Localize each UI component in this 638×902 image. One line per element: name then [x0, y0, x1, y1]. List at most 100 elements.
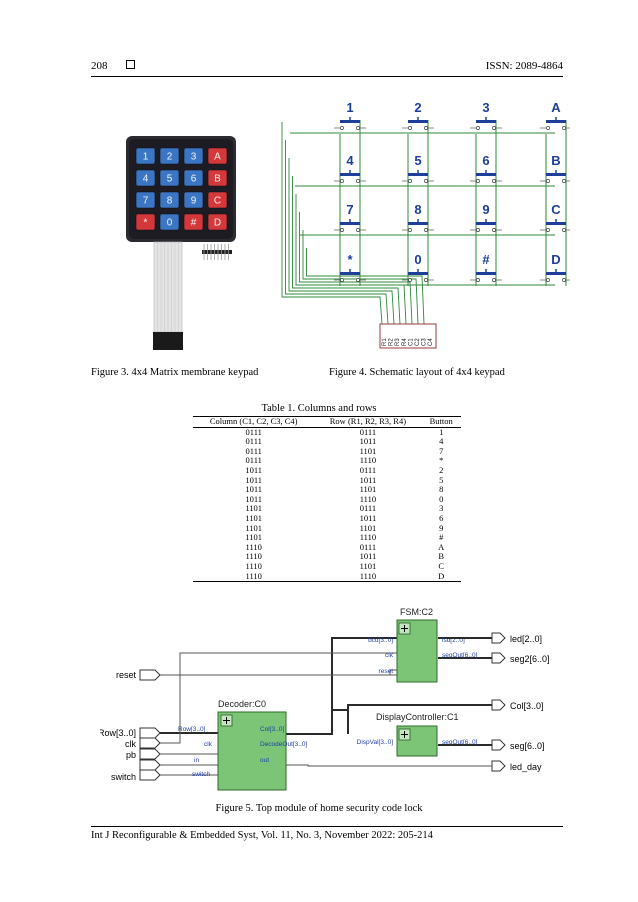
display-port-segout: segOut[6..0] — [442, 739, 478, 746]
table-cell: 9 — [439, 522, 444, 533]
table-cell: 0111 — [359, 541, 377, 552]
decoder-port-switch: switch — [192, 771, 210, 778]
table-cell: 1101 — [245, 522, 263, 533]
fsm-port-segout: segOut[6..0] — [442, 652, 478, 659]
connector-pin-label: C3 — [422, 338, 428, 346]
schematic-key-label: 6 — [482, 153, 489, 168]
keypad-key-label: * — [144, 218, 148, 229]
schematic-key-label: B — [551, 153, 560, 168]
schematic-key-label: 5 — [414, 153, 421, 168]
connector-pin-label: R2 — [389, 338, 395, 346]
keypad-key: 2 — [159, 147, 180, 165]
fsm-port-clk: clk — [385, 652, 394, 659]
page-number: 208 — [91, 60, 108, 72]
table-cell: 1 — [439, 426, 444, 437]
keypad-key-label: A — [214, 152, 221, 163]
table1: Column (C1, C2, C3, C4) Row (R1, R2, R3,… — [193, 416, 461, 583]
figure5-block-diagram: FSM:C2 bcd[3..0] clk reset lsd[2..0] seg… — [100, 607, 550, 791]
table-cell: 1011 — [359, 551, 377, 562]
keypad-key: * — [135, 213, 156, 231]
schematic-key: 1 — [334, 100, 366, 130]
input-reset: reset — [116, 670, 137, 680]
table-header-row: Column (C1, C2, C3, C4) Row (R1, R2, R3,… — [193, 416, 461, 428]
keypad-key-label: 2 — [167, 152, 173, 163]
input-row: Row[3..0] — [100, 728, 136, 738]
footer-citation: Int J Reconfigurable & Embedded Syst, Vo… — [91, 830, 433, 841]
keypad-key-label: 5 — [167, 174, 173, 185]
schematic-key-label: 9 — [482, 202, 489, 217]
table-cell: B — [438, 551, 445, 562]
table-cell: 7 — [439, 445, 444, 456]
table-cell: 1101 — [245, 532, 263, 543]
keypad-key: 6 — [183, 169, 204, 187]
table-cell: 1011 — [359, 436, 377, 447]
schematic-key: 5 — [402, 153, 434, 183]
keypad-key: 7 — [135, 191, 156, 209]
keypad-key: 5 — [159, 169, 180, 187]
table-cell: 6 — [439, 512, 444, 523]
schematic-key-label: 4 — [346, 153, 354, 168]
table-cell: 1011 — [359, 512, 377, 523]
footer-rule — [91, 826, 563, 827]
connector-pin-label: R1 — [382, 338, 388, 346]
keypad-key: 1 — [135, 147, 156, 165]
table-cell: 1011 — [245, 464, 263, 475]
header-rule — [91, 76, 563, 77]
keypad-key-label: 3 — [191, 152, 197, 163]
decoder-port-clk: clk — [204, 741, 213, 748]
table-cell: 1110 — [245, 551, 262, 562]
table-row: 0111 1101 7 — [193, 445, 461, 457]
table-cell: 5 — [439, 474, 444, 485]
table-row: 1110 1011 B — [193, 552, 461, 562]
keypad-key-label: 1 — [143, 152, 149, 163]
table-cell: 1101 — [359, 445, 377, 456]
keypad-key-label: B — [214, 174, 221, 185]
schematic-key: 6 — [470, 153, 502, 183]
connector-pin-label: C1 — [408, 338, 414, 346]
table-cell: 1101 — [359, 484, 377, 495]
output-seg2: seg2[6..0] — [510, 654, 550, 664]
schematic-key-label: D — [551, 252, 560, 267]
keypad-key-label: 8 — [167, 196, 173, 207]
table-cell: 0111 — [245, 426, 262, 437]
schematic-key: 3 — [470, 100, 502, 130]
issn: ISSN: 2089-4864 — [485, 60, 563, 72]
schematic-key: 0 — [402, 252, 434, 282]
table-cell: A — [438, 541, 445, 552]
keypad-key: B — [207, 169, 228, 187]
table-cell: 1101 — [359, 560, 377, 571]
table-cell: 1011 — [359, 474, 377, 485]
schematic-key: 2 — [402, 100, 434, 130]
schematic-key-label: * — [347, 252, 353, 267]
keypad-key-label: 0 — [167, 218, 173, 229]
table-header-cell: Column (C1, C2, C3, C4) — [193, 416, 315, 428]
schematic-key: * — [334, 252, 366, 282]
schematic-key-label: 8 — [414, 202, 421, 217]
keypad-key: 4 — [135, 169, 156, 187]
schematic-key-label: A — [551, 100, 561, 115]
table-cell: 0111 — [245, 445, 262, 456]
fsm-title: FSM:C2 — [400, 607, 433, 617]
schematic-key: 4 — [334, 153, 366, 183]
table-cell: 0111 — [245, 455, 262, 466]
table-cell: 1011 — [245, 484, 263, 495]
schematic-key: A — [540, 100, 570, 130]
table-cell: * — [439, 455, 444, 466]
decoder-port-row: Row[3..0] — [178, 726, 206, 733]
keypad-key: 8 — [159, 191, 180, 209]
figure4-caption: Figure 4. Schematic layout of 4x4 keypad — [329, 367, 505, 378]
schematic-key: 8 — [402, 202, 434, 232]
decoder-title: Decoder:C0 — [218, 699, 266, 709]
connector-pin-label: R4 — [402, 338, 408, 346]
